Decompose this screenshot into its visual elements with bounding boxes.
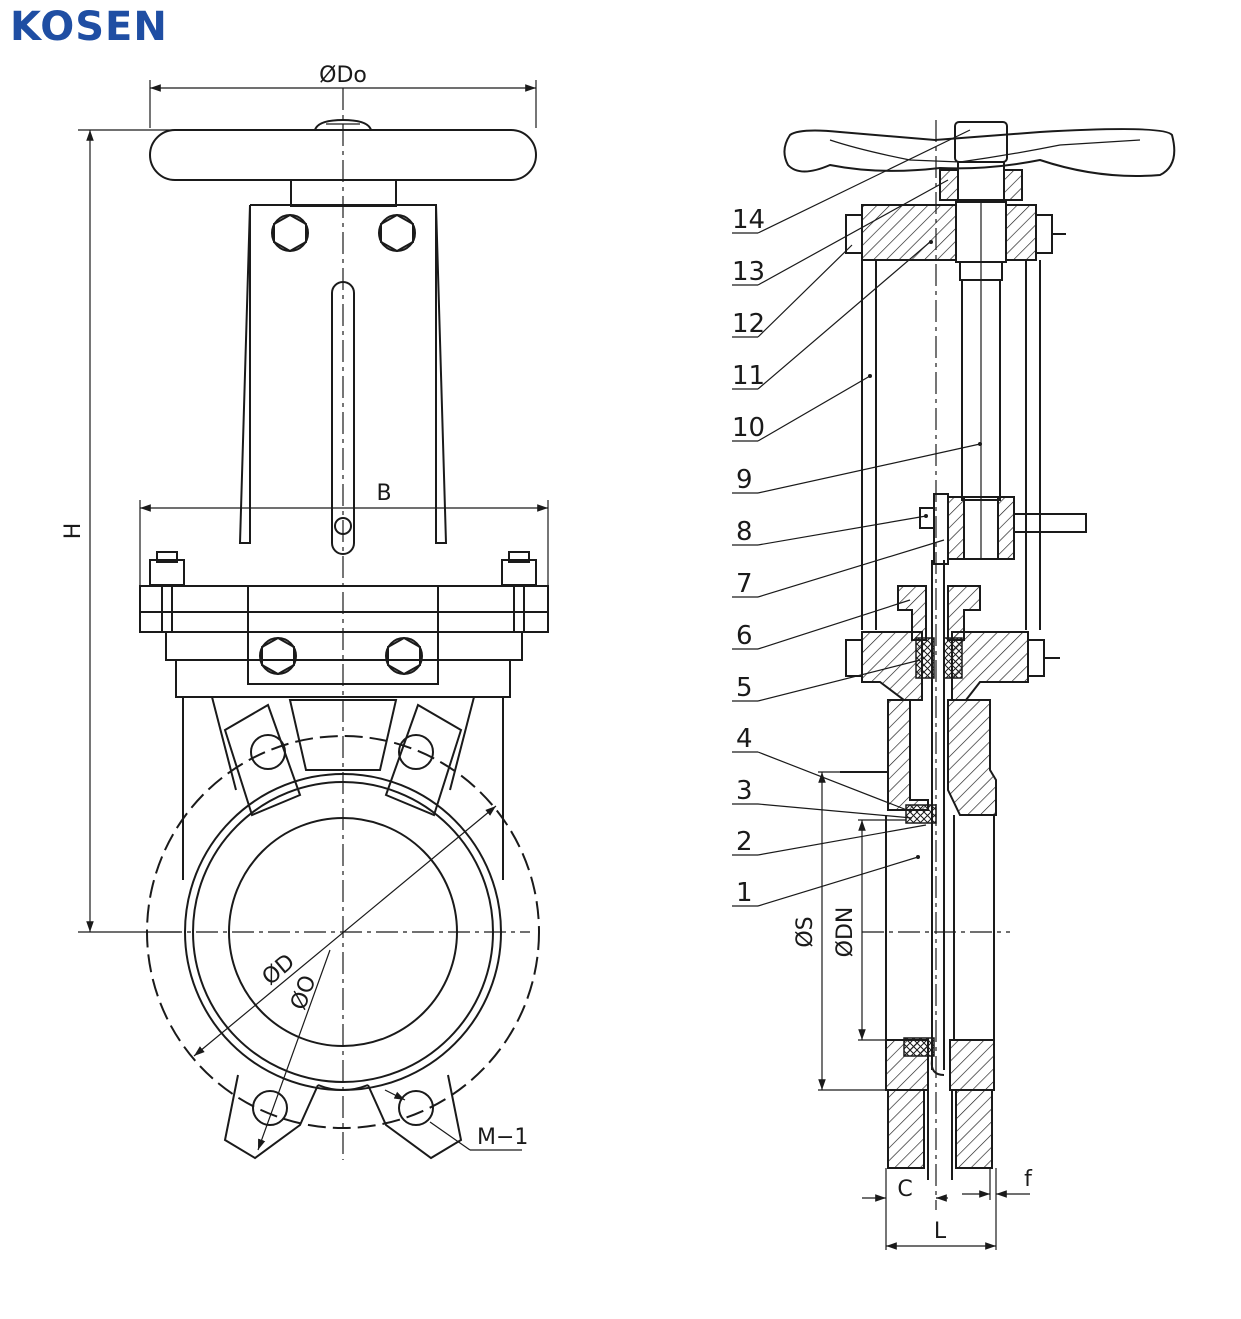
bolt-icon	[271, 213, 309, 253]
part-label-4: 4	[736, 724, 753, 754]
dim-s-label: ØS	[793, 916, 818, 947]
part-label-2: 2	[736, 827, 753, 857]
dim-b-label: B	[376, 481, 391, 506]
kosen-logo: KOSEN	[10, 4, 168, 50]
bolt-icon	[385, 636, 423, 676]
part-label-8: 8	[736, 517, 753, 547]
part-label-9: 9	[736, 465, 753, 495]
front-view: ØDo B H ØD ØO M−1	[61, 63, 549, 1160]
bolt-icon	[259, 636, 297, 676]
dim-do-label: ØDo	[319, 63, 367, 88]
part-label-1: 1	[736, 878, 753, 908]
dim-dn-label: ØDN	[833, 907, 858, 958]
dim-m-label: M−1	[477, 1125, 528, 1150]
part-label-13: 13	[732, 257, 765, 287]
bolt-icon	[378, 213, 416, 253]
part-label-10: 10	[732, 413, 765, 443]
part-label-14: 14	[732, 205, 765, 235]
part-label-11: 11	[732, 361, 765, 391]
part-label-5: 5	[736, 673, 753, 703]
part-label-7: 7	[736, 569, 753, 599]
dim-h-label: H	[61, 523, 86, 540]
dim-f-label: f	[1024, 1167, 1033, 1192]
part-label-6: 6	[736, 621, 753, 651]
section-view: ØS ØDN C f L	[732, 120, 1176, 1250]
part-label-12: 12	[732, 309, 765, 339]
dim-o-label: ØO	[286, 972, 321, 1013]
part-leaders	[732, 129, 982, 907]
part-label-3: 3	[736, 776, 753, 806]
dim-c-label: C	[897, 1177, 912, 1202]
dim-l-label: L	[934, 1219, 947, 1244]
